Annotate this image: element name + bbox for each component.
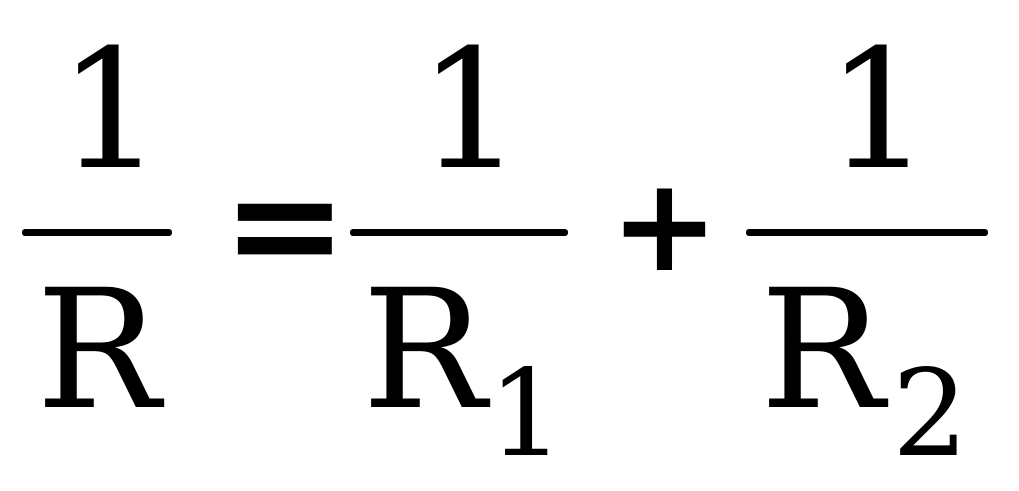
term2-denominator: R xyxy=(760,254,885,446)
equals-sign: = xyxy=(222,138,348,312)
term1-subscript: 1 xyxy=(488,345,565,484)
term1-numerator: 1 xyxy=(418,14,523,206)
term2-numerator: 1 xyxy=(826,14,931,206)
lhs-denominator: R xyxy=(36,254,161,446)
term2-fraction-bar xyxy=(746,229,988,236)
plus-sign: + xyxy=(610,149,719,301)
lhs-fraction-bar xyxy=(22,229,172,236)
term1-denominator: R xyxy=(362,254,487,446)
lhs-numerator: 1 xyxy=(58,14,163,206)
term2-subscript: 2 xyxy=(892,345,969,484)
term1-fraction-bar xyxy=(350,229,568,236)
